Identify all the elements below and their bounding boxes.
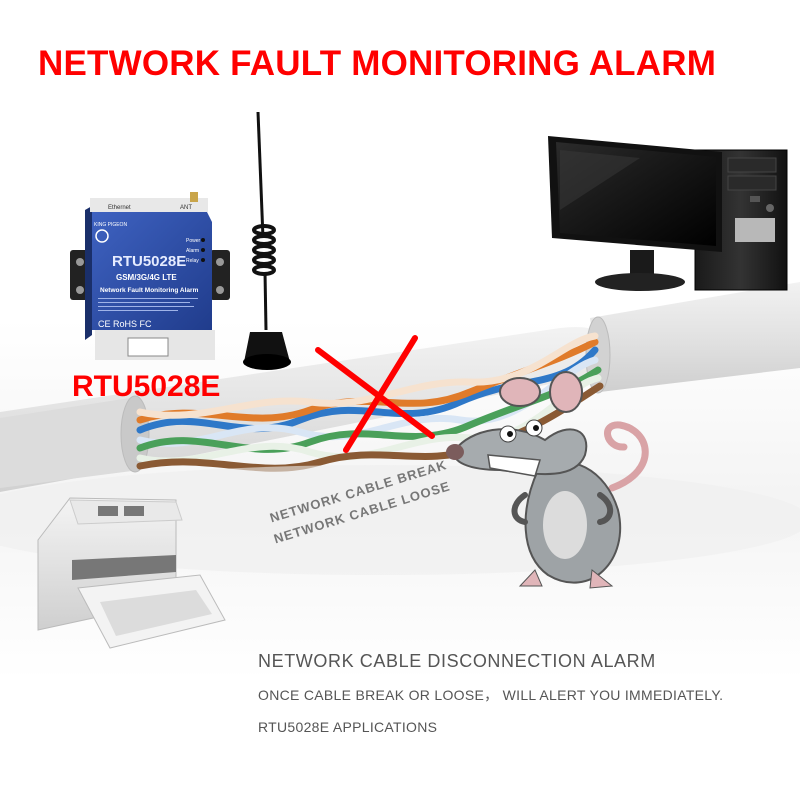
computer-image bbox=[548, 136, 788, 291]
device-certs-text: CE RoHS FC bbox=[98, 319, 152, 329]
model-label: RTU5028E bbox=[72, 370, 221, 403]
break-cross-icon bbox=[315, 335, 435, 453]
led-alarm-label: Alarm bbox=[186, 248, 199, 254]
port-ant-label: ANT bbox=[180, 205, 192, 211]
page-title: NETWORK FAULT MONITORING ALARM bbox=[38, 44, 717, 83]
printer-image bbox=[37, 497, 226, 649]
device-network-text: GSM/3G/4G LTE bbox=[116, 273, 177, 282]
device-description-text: Network Fault Monitoring Alarm bbox=[100, 287, 199, 294]
rat-illustration bbox=[446, 371, 649, 589]
rtu-device-image: Ethernet ANT KING PIGEON RTU5028E GSM/3G… bbox=[70, 192, 230, 360]
footer-heading: NETWORK CABLE DISCONNECTION ALARM bbox=[258, 651, 656, 671]
antenna-icon bbox=[243, 111, 291, 370]
footer-line-2: RTU5028E APPLICATIONS bbox=[258, 719, 438, 735]
footer-line-1: ONCE CABLE BREAK OR LOOSE， WILL ALERT YO… bbox=[258, 687, 724, 703]
port-ethernet-label: Ethernet bbox=[108, 205, 131, 211]
device-name-plate: RTU5028E bbox=[112, 253, 186, 270]
brand-text: KING PIGEON bbox=[94, 222, 127, 228]
led-relay-label: Relay bbox=[186, 258, 199, 264]
led-power-label: Power bbox=[186, 238, 201, 244]
